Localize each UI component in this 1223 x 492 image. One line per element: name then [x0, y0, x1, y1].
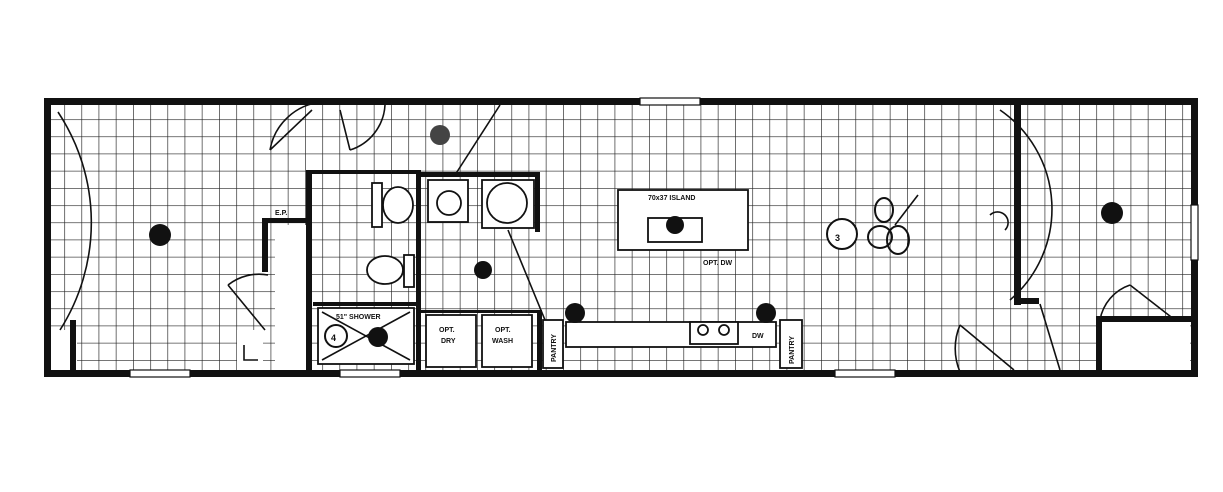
arrow-line: [507, 229, 546, 321]
dryer-label-1: OPT.: [439, 327, 455, 334]
laundry: OPT. DRY OPT. WASH: [425, 314, 533, 368]
interior-walls: [70, 105, 1191, 375]
ceiling-fan-icon: [149, 125, 1123, 323]
pantry-right-label: PANTRY: [789, 336, 796, 364]
dw-label: DW: [752, 333, 764, 340]
kitchen-island: 70x37 ISLAND OPT. DW: [617, 189, 749, 267]
opt-dw-label: OPT. DW: [703, 260, 733, 267]
bath-number-label: 4: [331, 333, 336, 343]
window-icon: [129, 97, 1199, 378]
door-swing-icon: [57, 101, 1176, 373]
toilet-icon: [366, 182, 415, 288]
hall-left: [275, 225, 307, 370]
washer-label-1: OPT.: [495, 327, 511, 334]
wall-switch-icon: [989, 211, 1009, 231]
sink-icon: [427, 179, 535, 229]
kitchen-counter: PANTRY DW PANTRY: [542, 319, 803, 369]
shower-label: 51" SHOWER: [336, 314, 381, 321]
handwritten-note: 3: [826, 194, 919, 255]
closet-right: [1100, 320, 1190, 372]
range-icon: [697, 324, 730, 336]
washer-label-2: WASH: [492, 338, 513, 345]
dryer-label-2: DRY: [441, 338, 456, 345]
ep-label: E.P.: [275, 210, 287, 217]
shower: 51" SHOWER 4: [317, 307, 415, 365]
closet-left: [237, 330, 263, 370]
number-three-label: 3: [835, 233, 840, 243]
closet-mark: [243, 345, 258, 361]
pantry-left-label: PANTRY: [551, 334, 558, 362]
island-label: 70x37 ISLAND: [648, 195, 695, 202]
